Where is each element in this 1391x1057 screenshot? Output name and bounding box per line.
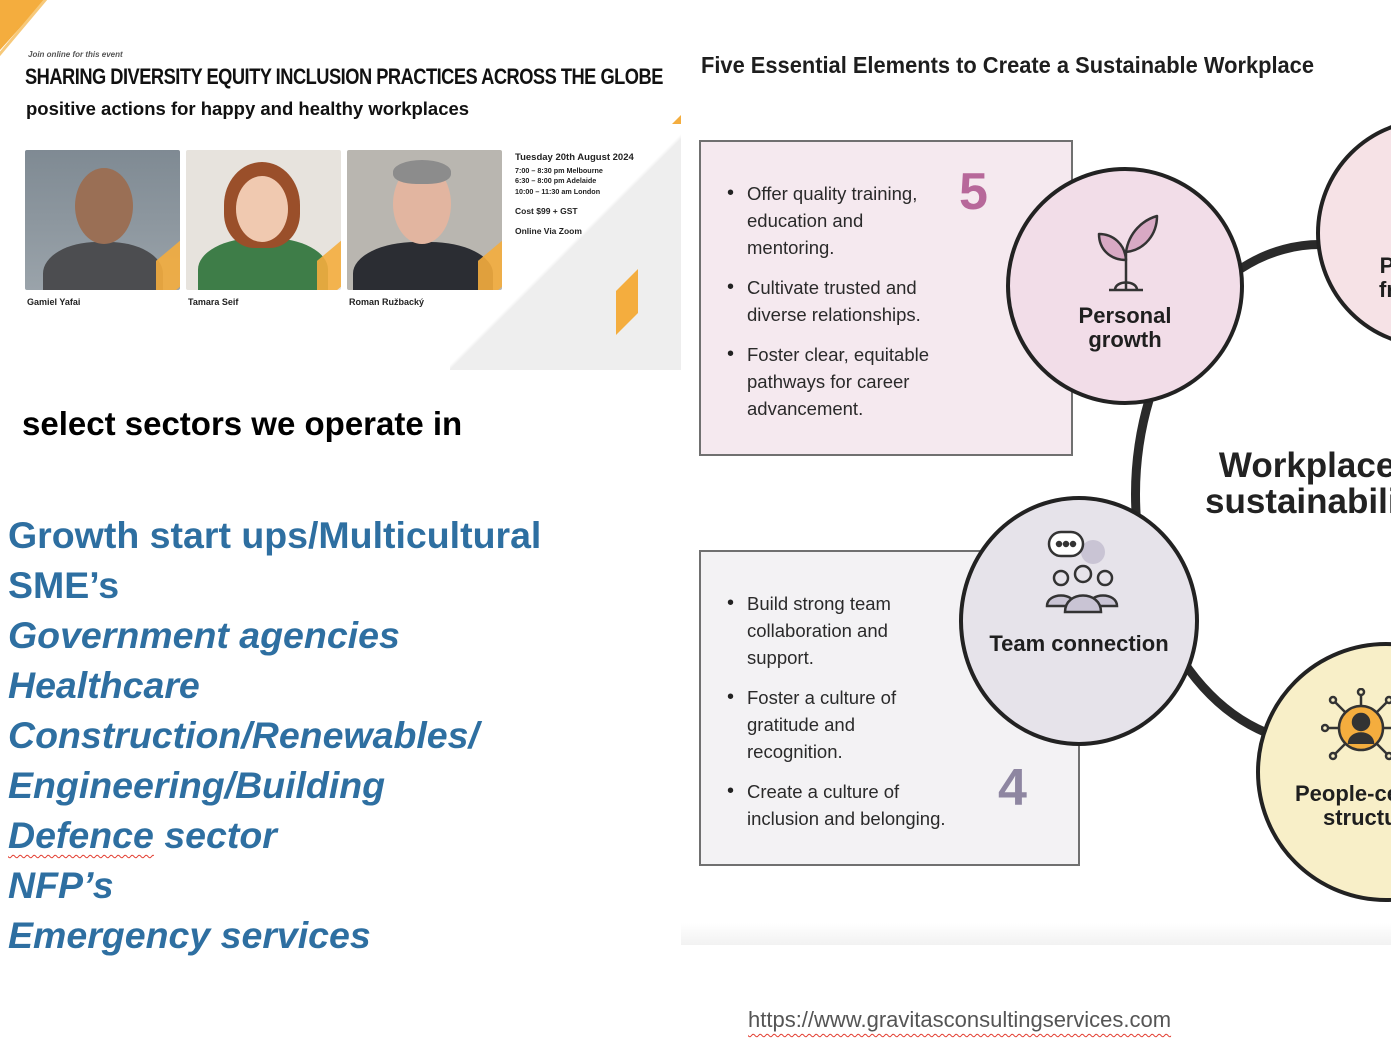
workplace-sustainability-label: Workplace sustainabilit <box>1205 446 1391 521</box>
bullet-item: Cultivate trusted and diverse relationsh… <box>727 274 932 328</box>
sector-item: Government agencies <box>8 614 400 656</box>
team-connection-label: Team connection <box>989 631 1169 656</box>
sectors-heading: select sectors we operate in <box>22 405 463 442</box>
purpose-label: P fr <box>1379 253 1391 302</box>
sector-item: SME’s <box>8 564 120 606</box>
infographic-title: Five Essential Elements to Create a Sust… <box>701 52 1314 78</box>
speaker-name-3: Roman Ružbacký <box>349 297 425 307</box>
personal-growth-label: Personal growth <box>1078 303 1172 352</box>
sector-item: Engineering/Building <box>8 764 386 806</box>
event-time-adelaide: 6:30 – 8:00 pm Adelaide <box>515 176 597 186</box>
people-centred-label: People-ce structu <box>1295 781 1391 830</box>
speaker-photo-2 <box>186 150 341 290</box>
sector-list: Growth start ups/Multicultural SME’s Gov… <box>8 510 541 960</box>
bullet-item: Foster a culture of gratitude and recogn… <box>727 684 897 765</box>
event-time-london: 10:00 – 11:30 am London <box>515 186 601 196</box>
sector-item-suffix: sector <box>153 814 277 856</box>
spellcheck-word: Defence <box>8 814 154 856</box>
element-number-5: 5 <box>959 163 988 221</box>
bullet-item: Build strong team collaboration and supp… <box>727 590 907 671</box>
bullet-item: Foster clear, equitable pathways for car… <box>727 341 942 422</box>
speaker-name-1: Gamiel Yafai <box>27 297 81 307</box>
event-banner: Join online for this event SHARING DIVER… <box>0 0 700 370</box>
event-cost: Cost $99 + GST <box>515 206 578 217</box>
event-date: Tuesday 20th August 2024 <box>515 152 634 163</box>
event-details: Tuesday 20th August 2024 7:00 – 8:30 pm … <box>515 151 685 238</box>
image-edge-shade <box>681 923 1391 945</box>
person-network-icon <box>1321 688 1391 761</box>
website-url[interactable]: https://www.gravitasconsultingservices.c… <box>748 1007 1172 1032</box>
bullet-item: Offer quality training, education and me… <box>727 180 922 261</box>
sector-item: Construction/Renewables/ <box>8 714 479 756</box>
speaker-name-2: Tamara Seif <box>188 297 239 307</box>
event-time-melbourne: 7:00 – 8:30 pm Melbourne <box>515 165 603 175</box>
infographic: Five Essential Elements to Create a Sust… <box>681 40 1391 945</box>
sector-item: Defence sector <box>8 810 541 860</box>
sector-item: Growth start ups/Multicultural <box>8 514 542 556</box>
speaker-photo-1 <box>25 150 180 290</box>
event-title: SHARING DIVERSITY EQUITY INCLUSION PRACT… <box>25 64 663 89</box>
sector-item: Healthcare <box>8 664 200 706</box>
sprout-icon <box>1097 214 1159 292</box>
event-pre-title: Join online for this event <box>28 50 123 59</box>
bullet-item: Create a culture of inclusion and belong… <box>727 778 962 832</box>
sector-item: NFP’s <box>8 864 114 906</box>
event-subtitle: positive actions for happy and healthy w… <box>26 98 470 119</box>
element-number-4: 4 <box>998 759 1027 817</box>
sector-item: Emergency services <box>8 914 371 956</box>
event-venue: Online Via Zoom <box>515 226 582 237</box>
speaker-photo-3 <box>347 150 502 290</box>
team-icon <box>1045 530 1119 614</box>
